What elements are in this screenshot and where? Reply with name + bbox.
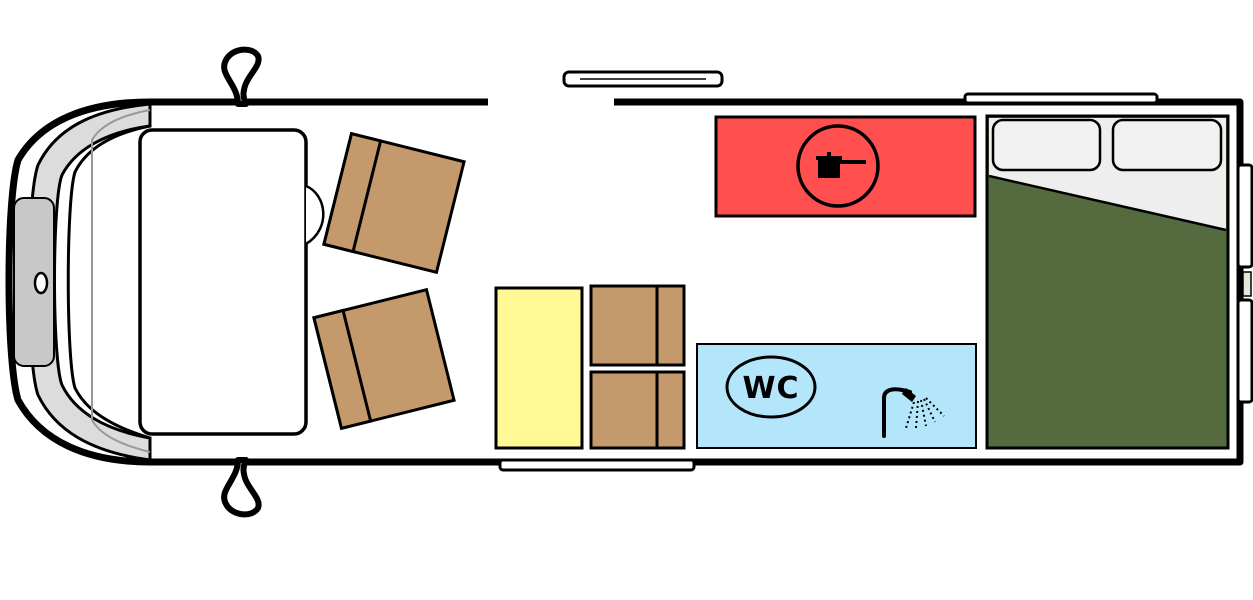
window-bottom [498,458,696,472]
bathroom: WC [696,343,977,449]
side-door-gap [488,94,614,108]
cab-hood-inner [66,124,151,440]
front-emblem [33,271,49,295]
kitchen-unit [714,115,977,218]
pillow-right [1111,118,1223,172]
rear-door-lower [1236,298,1253,404]
mirror-top [221,46,262,107]
wc-sign-icon: WC [725,355,817,419]
cab-windshield-band [91,109,151,453]
bench-seat [494,286,584,450]
rear-door-upper [1236,163,1253,269]
steering-column [305,184,325,246]
rear-window-top [963,92,1159,105]
driver-seat-bottom [312,287,456,431]
duvet-fold-edge [988,174,1227,232]
mirror-bottom [221,457,262,518]
lounge-seat-upper [589,284,686,367]
pillow-left [991,118,1102,172]
shower-head-icon [882,387,945,438]
bed [985,114,1230,450]
rear-door-gap [1242,271,1252,297]
cab [13,46,325,518]
dashboard [138,128,308,436]
lounge-seat-lower [589,370,686,450]
passenger-seat-top [322,131,466,275]
cooking-pot-icon [796,124,880,208]
wc-label: WC [742,371,799,406]
